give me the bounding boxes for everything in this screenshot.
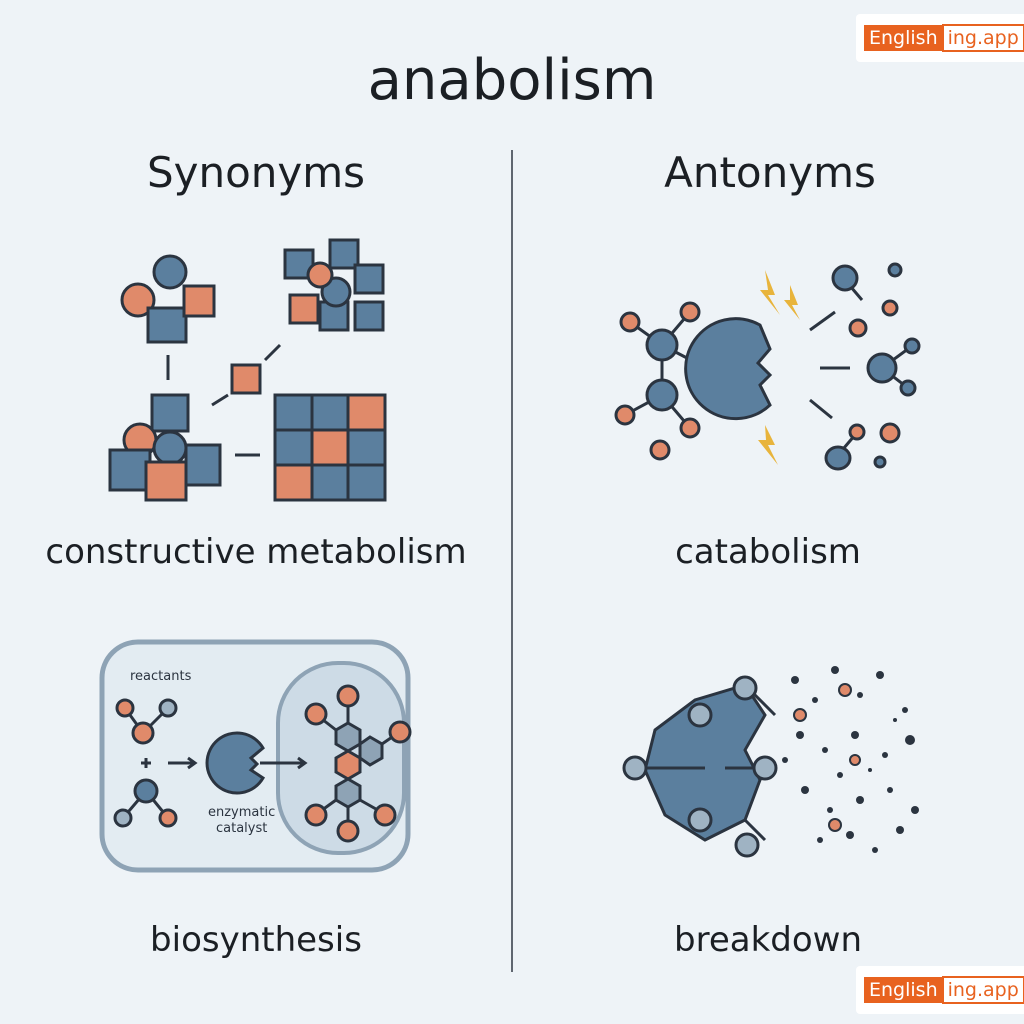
debris-particles <box>782 666 919 853</box>
divider <box>511 150 513 972</box>
constructive-metabolism-illustration <box>108 238 387 502</box>
antonym-term-breakdown: breakdown <box>674 920 862 960</box>
synonyms-heading: Synonyms <box>146 148 366 197</box>
logo-part2: ing.app <box>941 24 1024 52</box>
logo-part1: English <box>864 977 942 1003</box>
logo-part2: ing.app <box>941 976 1024 1004</box>
catalyst-label-line1: enzymatic <box>208 805 275 820</box>
antonym-term-catabolism: catabolism <box>675 532 861 572</box>
biosynthesis-illustration: reactants enzymatic catalyst <box>99 639 412 873</box>
page-title: anabolism <box>367 48 657 113</box>
breakdown-illustration <box>622 666 919 858</box>
synonym-term-biosynthesis: biosynthesis <box>150 920 362 960</box>
catabolism-illustration <box>614 262 921 471</box>
catalyst-label-line2: catalyst <box>216 821 267 836</box>
logo-part1: English <box>864 25 942 51</box>
reactants-label: reactants <box>130 669 192 684</box>
antonyms-heading: Antonyms <box>664 148 876 197</box>
synonym-term-constructive-metabolism: constructive metabolism <box>45 532 467 572</box>
